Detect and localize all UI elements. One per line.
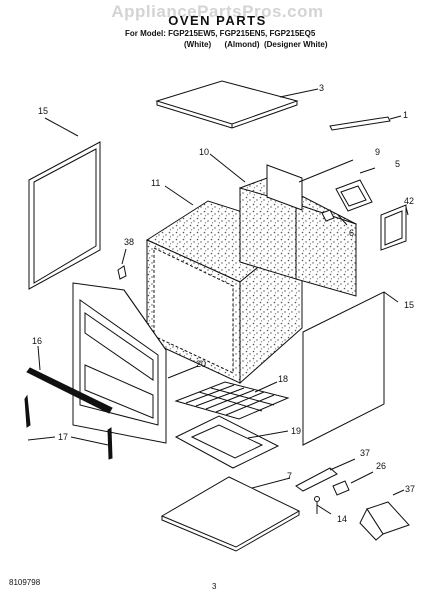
part-burner-mount-upper <box>295 458 356 492</box>
callout-10: 10 <box>199 147 210 157</box>
page-title: OVEN PARTS <box>168 13 267 28</box>
callout-16: 16 <box>32 336 43 346</box>
model-line: For Model: FGP215EW5, FGP215EN5, FGP215E… <box>125 29 316 38</box>
part-top-panel <box>155 80 319 129</box>
part-bottom-panel <box>160 476 301 552</box>
part-oven-rack <box>174 381 290 420</box>
callout-19: 19 <box>291 426 302 436</box>
callout-38: 38 <box>124 237 135 247</box>
part-broiler-pan <box>174 415 289 469</box>
callout-7: 7 <box>287 471 293 481</box>
part-bracket <box>329 115 402 131</box>
callout-18: 18 <box>278 374 289 384</box>
callout-1: 1 <box>403 110 409 120</box>
callout-5: 5 <box>395 159 401 169</box>
part-hinge-receptacle <box>321 209 348 226</box>
document-number: 8109798 <box>9 578 41 587</box>
callout-3: 3 <box>319 83 325 93</box>
callout-17: 17 <box>58 432 69 442</box>
page-number: 3 <box>212 582 217 591</box>
color-line: (White) (Almond) (Designer White) <box>184 40 328 49</box>
callout-11: 11 <box>151 178 161 188</box>
callout-37-upper: 37 <box>360 448 371 458</box>
callout-42: 42 <box>404 196 415 206</box>
part-retainer-clip <box>332 471 374 496</box>
part-vent-strip <box>26 345 113 414</box>
callout-37-lower: 37 <box>405 484 416 494</box>
part-side-panel-left <box>28 117 101 290</box>
part-burner-mount-lower <box>359 489 410 541</box>
part-clip <box>117 248 127 280</box>
callout-26: 26 <box>376 461 387 471</box>
callout-9: 9 <box>375 147 381 157</box>
part-vent <box>335 167 376 212</box>
part-electrical-box <box>380 204 409 251</box>
part-trim-strips <box>24 394 113 460</box>
callout-14: 14 <box>337 514 348 524</box>
callout-15-left: 15 <box>38 106 49 116</box>
callout-15-right: 15 <box>404 300 415 310</box>
callout-6: 6 <box>349 228 355 238</box>
part-back-panel <box>266 159 354 211</box>
part-side-panel-right <box>302 291 399 446</box>
part-screw <box>314 496 332 515</box>
callout-20: 20 <box>196 359 207 369</box>
